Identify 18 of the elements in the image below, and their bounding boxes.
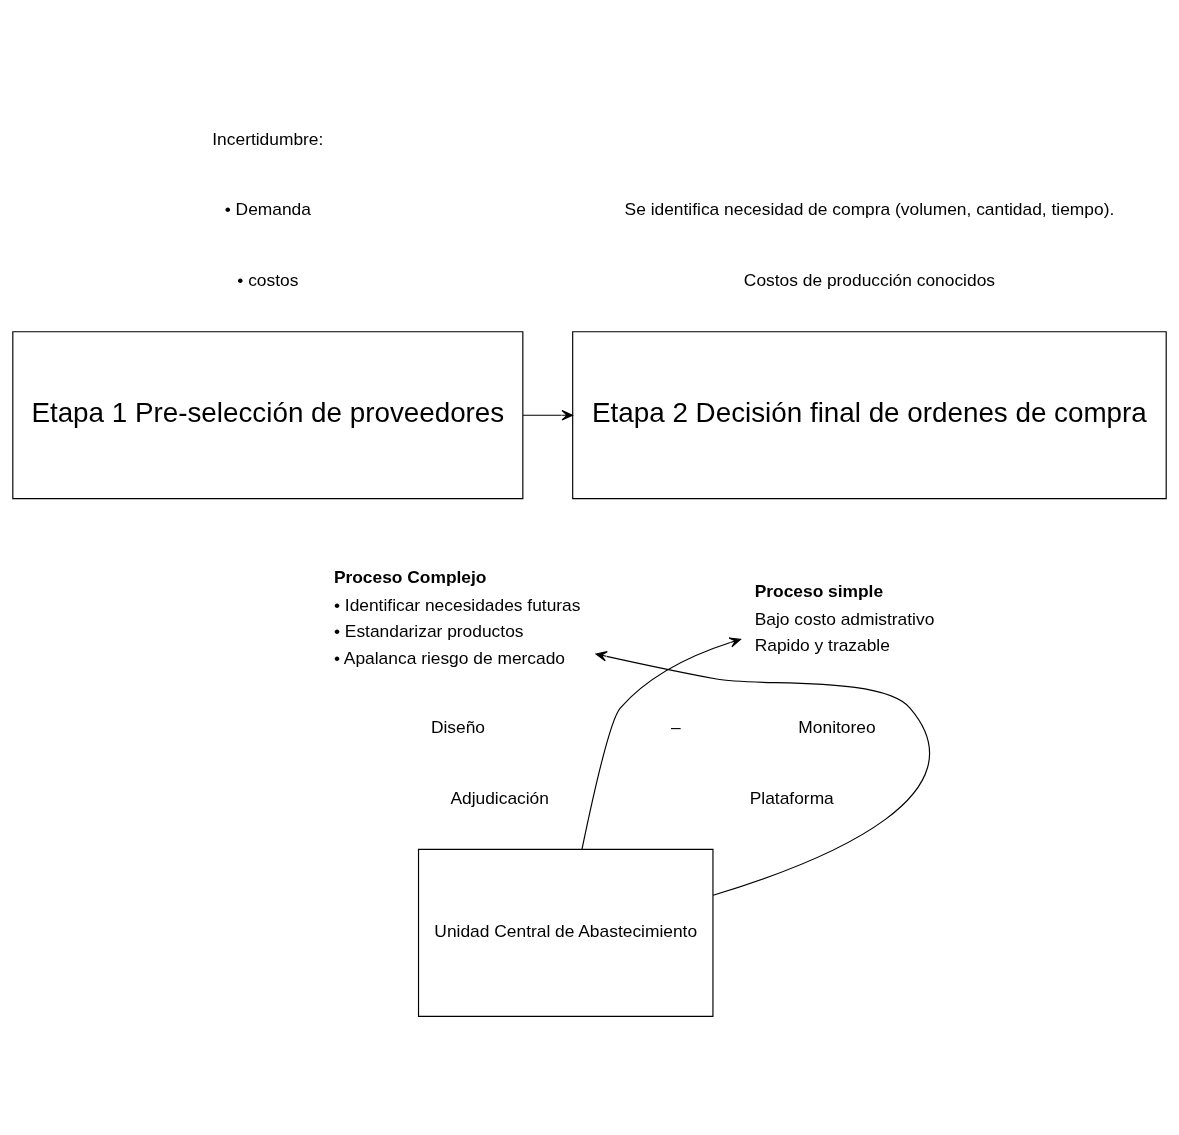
- arrow: [581, 636, 742, 850]
- label: Plataforma: [749, 787, 834, 808]
- node-box: Etapa 2 Decisión final de ordenes de compra: [572, 330, 1167, 499]
- label: • costos: [237, 269, 299, 290]
- label: Costos de producción conocidos: [743, 269, 995, 290]
- node-text: Proceso Complejo • Identificar necesidades futuras • Estandarizar productos • Apalanca riesgo de mercado: [333, 566, 581, 668]
- label: Monitoreo: [798, 716, 876, 737]
- node-box: Etapa 1 Pre-selección de proveedores: [12, 330, 524, 499]
- label: Adjudicación: [450, 787, 549, 808]
- label: Incertidumbre:: [212, 128, 324, 149]
- arrow: [522, 409, 574, 420]
- label: –: [671, 716, 681, 737]
- label: Diseño: [430, 716, 485, 737]
- label: • Demanda: [224, 198, 311, 219]
- node-text: Proceso simple Bajo costo admistrativo Rapido y trazable: [754, 580, 935, 655]
- label: Se identifica necesidad de compra (volumen, cantidad, tiempo).: [624, 198, 1115, 219]
- node-box: Unidad Central de Abastecimiento: [417, 848, 714, 1017]
- arrow: [595, 650, 930, 896]
